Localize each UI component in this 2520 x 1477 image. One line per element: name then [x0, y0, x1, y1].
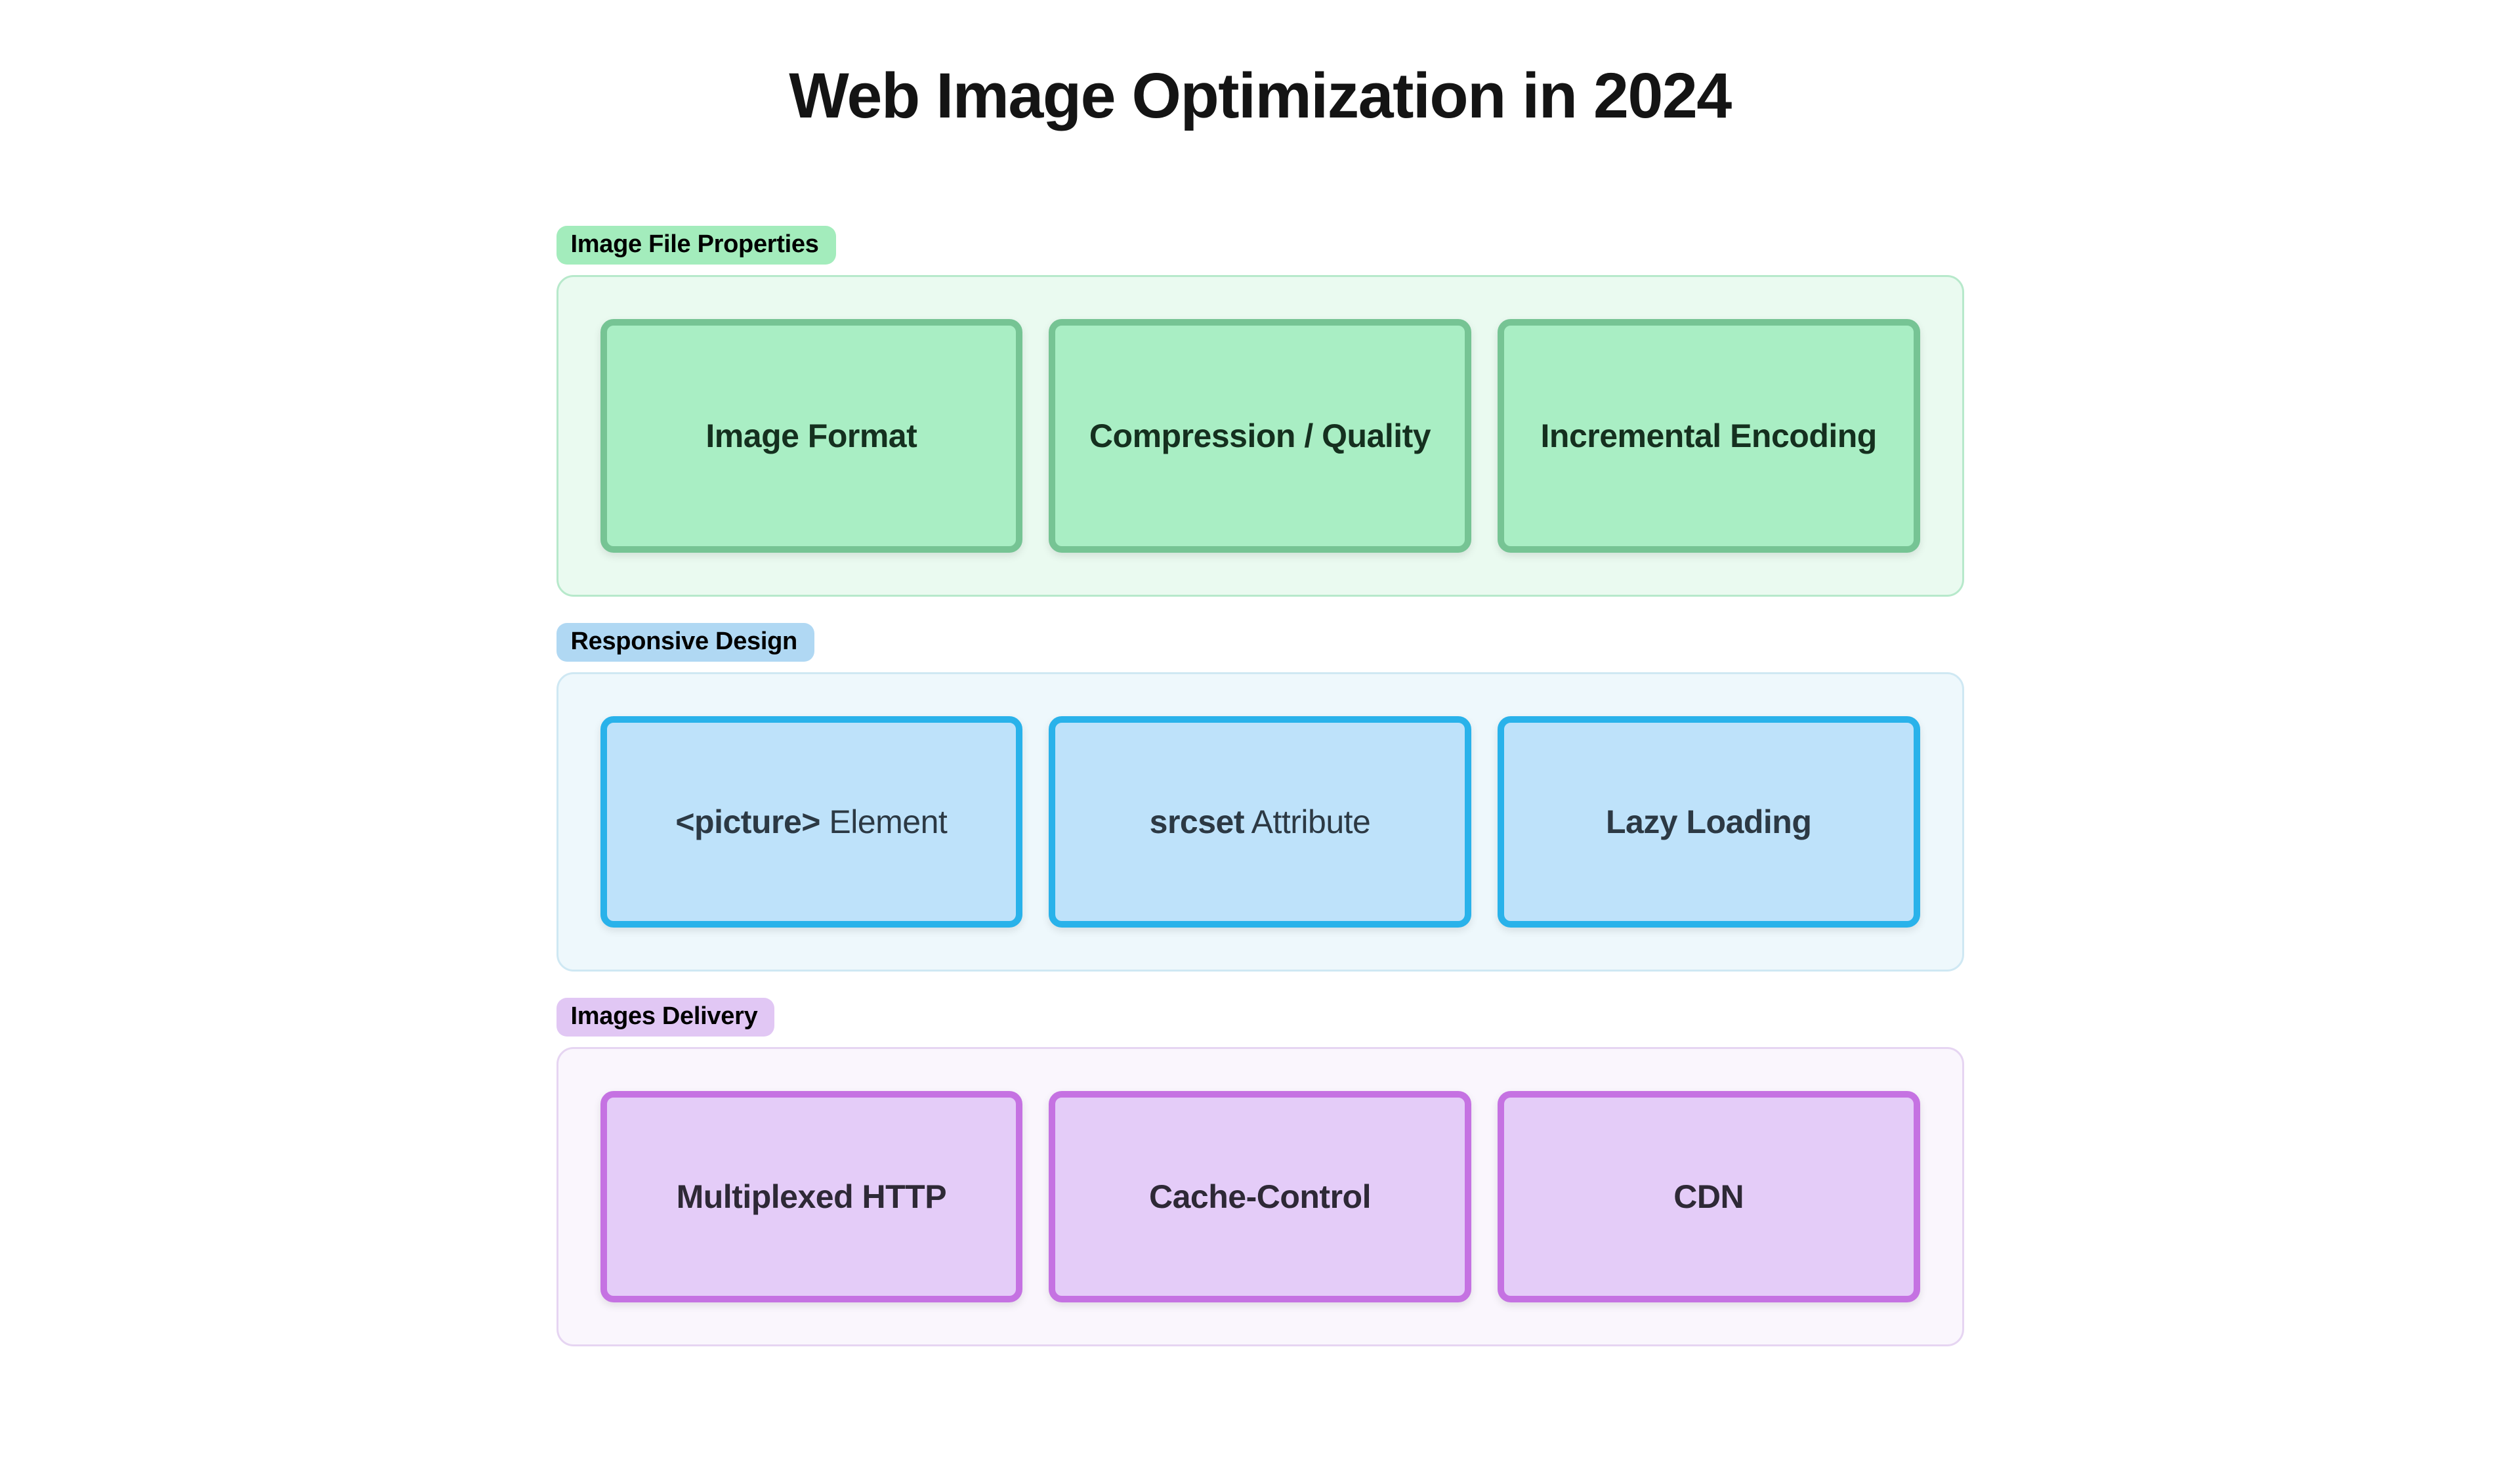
node-label-rest: Element	[820, 803, 948, 840]
section-responsive-design: Responsive Design <picture> Element srcs…	[556, 623, 1964, 972]
node-label: Image Format	[705, 417, 917, 454]
section-image-file-properties: Image File Properties Image Format Compr…	[556, 226, 1964, 597]
node-label-rest: Attribute	[1244, 803, 1371, 840]
node-image-format: Image Format	[600, 319, 1023, 553]
section-container-images-delivery: Multiplexed HTTP Cache-Control CDN	[556, 1047, 1964, 1346]
node-picture-element: <picture> Element	[600, 716, 1023, 928]
node-lazy-loading: Lazy Loading	[1497, 716, 1920, 928]
node-label: Compression / Quality	[1089, 417, 1431, 454]
node-label: <picture>	[675, 803, 820, 840]
node-label: CDN	[1673, 1178, 1744, 1215]
node-srcset-attribute: srcset Attribute	[1049, 716, 1471, 928]
section-label-images-delivery: Images Delivery	[556, 998, 775, 1037]
node-label: Lazy Loading	[1605, 803, 1812, 840]
diagram-content: Image File Properties Image Format Compr…	[556, 226, 1964, 1346]
page-title: Web Image Optimization in 2024	[789, 60, 1732, 131]
section-images-delivery: Images Delivery Multiplexed HTTP Cache-C…	[556, 998, 1964, 1346]
node-label: Cache-Control	[1149, 1178, 1371, 1215]
node-label: srcset	[1149, 803, 1245, 840]
section-container-image-file-properties: Image Format Compression / Quality Incre…	[556, 275, 1964, 597]
node-label: Incremental Encoding	[1540, 417, 1878, 454]
node-compression-quality: Compression / Quality	[1049, 319, 1471, 553]
node-multiplexed-http: Multiplexed HTTP	[600, 1091, 1023, 1302]
section-label-image-file-properties: Image File Properties	[556, 226, 836, 265]
node-cdn: CDN	[1497, 1091, 1920, 1302]
section-container-responsive-design: <picture> Element srcset Attribute Lazy …	[556, 672, 1964, 972]
node-cache-control: Cache-Control	[1049, 1091, 1471, 1302]
node-incremental-encoding: Incremental Encoding	[1497, 319, 1920, 553]
node-label: Multiplexed HTTP	[676, 1178, 947, 1215]
section-label-responsive-design: Responsive Design	[556, 623, 814, 662]
